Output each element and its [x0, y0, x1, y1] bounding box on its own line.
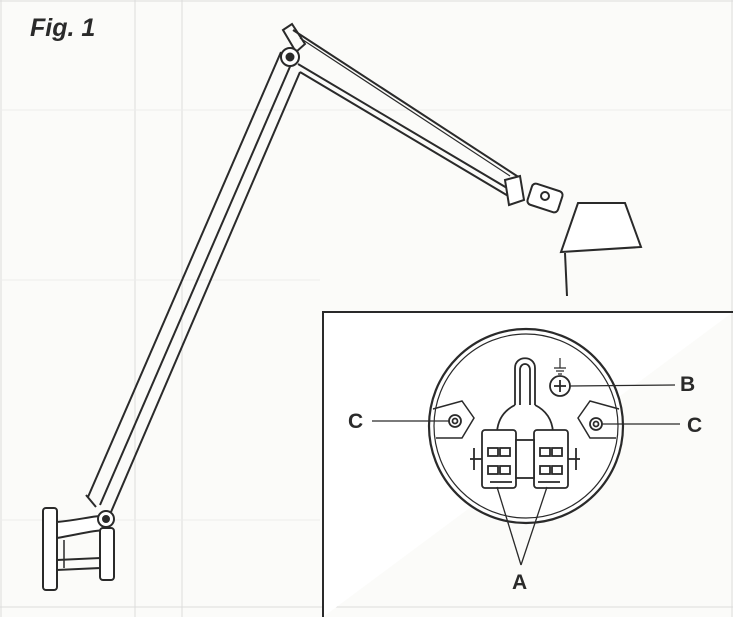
mounting-hole-left	[448, 414, 462, 428]
lower-joint	[97, 510, 115, 528]
terminal-blocks	[470, 429, 580, 489]
callout-ground-screw: B	[680, 373, 696, 396]
callout-terminal-blocks: A	[512, 571, 528, 594]
figure-title: Fig. 1	[30, 14, 96, 42]
upper-arm	[292, 29, 521, 201]
upper-joint	[280, 22, 307, 67]
mounting-plate	[427, 327, 625, 525]
lower-arm	[85, 51, 301, 513]
leader-lines	[372, 384, 680, 566]
wall-bracket	[42, 507, 115, 591]
cable-loop	[496, 357, 554, 433]
callout-mounting-hole-right: C	[687, 414, 703, 437]
lamp-head	[503, 174, 643, 297]
callout-mounting-hole-left: C	[348, 410, 364, 433]
mounting-hole-right	[589, 417, 603, 431]
